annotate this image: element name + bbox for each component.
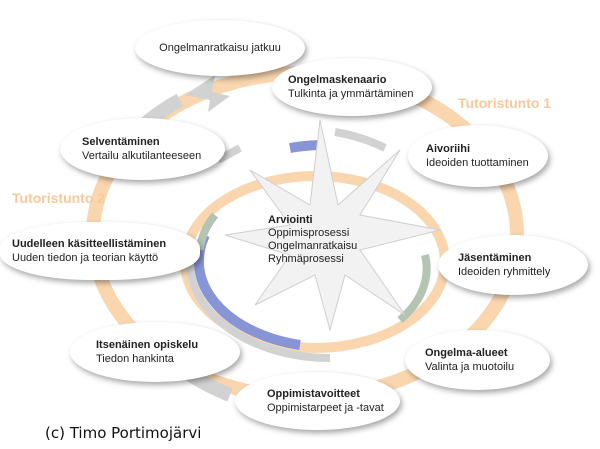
side-label-left: Tutoristunto 2 xyxy=(12,190,106,206)
node-continue: Ongelmanratkaisu jatkuu xyxy=(135,20,305,76)
node-selfstudy: Itsenäinen opiskelu Tiedon hankinta xyxy=(70,322,240,382)
green-arc-right xyxy=(397,254,431,324)
copyright-text: (c) Timo Portimojärvi xyxy=(45,424,202,442)
center-line: Ongelmanratkaisu xyxy=(268,240,358,252)
node-title: Oppimistavoitteet xyxy=(267,388,360,400)
node-goals: Oppimistavoitteet Oppimistarpeet ja -tav… xyxy=(235,372,400,430)
gray-arc-left xyxy=(185,259,331,362)
node-title: Itsenäinen opiskelu xyxy=(96,339,199,351)
node-title: Jäsentäminen xyxy=(458,252,532,264)
node-areas: Ongelma-alueet Valinta ja muotoilu xyxy=(405,330,550,390)
node-subtitle: Vertailu alkutilanteeseen xyxy=(82,150,202,162)
node-subtitle: Tiedon hankinta xyxy=(96,353,174,365)
node-brainstorm: Aivoriihi Ideoiden tuottaminen xyxy=(408,125,548,187)
node-clarify: Selventäminen Vertailu alkutilanteeseen xyxy=(60,118,225,180)
node-subtitle: Ideoiden ryhmittely xyxy=(458,266,551,278)
center-line: Oppimisprosessi xyxy=(268,227,350,239)
node-title: Aivoriihi xyxy=(426,143,471,155)
node-subtitle: Tulkinta ja ymmärtäminen xyxy=(288,88,414,100)
node-title: Selventäminen xyxy=(82,136,160,148)
gray-dash-inner xyxy=(216,144,242,164)
node-title: Ongelmaskenaario xyxy=(288,74,387,86)
center-evaluation: Arviointi Oppimisprosessi Ongelmanratkai… xyxy=(268,214,378,266)
node-title: Ongelmanratkaisu jatkuu xyxy=(159,42,281,54)
node-subtitle: Oppimistarpeet ja -tavat xyxy=(267,402,384,414)
side-label-right: Tutoristunto 1 xyxy=(458,95,552,111)
center-title: Arviointi xyxy=(268,214,313,226)
node-title: Ongelma-alueet xyxy=(425,347,508,359)
center-line: Ryhmäprosessi xyxy=(268,253,344,265)
node-subtitle: Uuden tiedon ja teorian käyttö xyxy=(12,252,159,264)
green-arc-left xyxy=(196,212,219,251)
gray-arc-top xyxy=(334,128,387,152)
node-subtitle: Valinta ja muotoilu xyxy=(425,361,515,373)
node-subtitle: Ideoiden tuottaminen xyxy=(426,157,529,169)
node-structure: Jäsentäminen Ideoiden ryhmittely xyxy=(438,235,588,295)
node-reprocess: Uudelleen käsitteellistäminen Uuden tied… xyxy=(0,222,200,280)
node-scenario: Ongelmaskenaario Tulkinta ja ymmärtämine… xyxy=(272,58,432,116)
node-title: Uudelleen käsitteellistäminen xyxy=(12,238,167,250)
center-star xyxy=(224,119,441,332)
arrow-icon xyxy=(185,75,230,112)
